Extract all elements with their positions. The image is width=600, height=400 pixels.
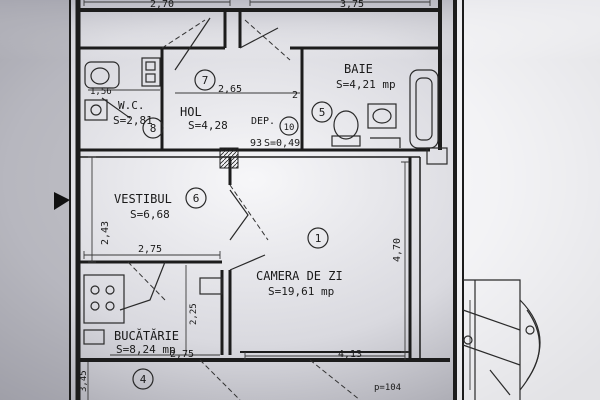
dim-living-width: 4,13 [338,349,362,360]
room-name-dep: DEP. [251,116,275,127]
paper-right-light [455,0,600,400]
room-name-baie: BAIE [344,62,373,76]
dim-top-right: 3,75 [340,0,364,10]
room-name-camera-de-zi: CAMERA DE ZI [256,269,343,283]
room-area-bucatarie: S=8,24 mp [116,343,176,356]
room-number-camera-de-zi: 1 [315,232,322,245]
room-number-vestibul: 6 [193,192,200,205]
room-name-wc: W.C. [118,99,145,112]
room-number-wc: 8 [150,122,157,135]
balcony [462,279,541,400]
room-code-dep: 93 [250,138,262,149]
dim-top-left: 2,70 [150,0,174,10]
dim-bucatarie-side: 2,25 [189,303,199,325]
dimension-lines [83,0,471,400]
room-name-hol: HOL [180,105,202,119]
dim-balcony: p=104 [374,383,401,393]
room-number-circles [132,69,333,390]
outer-walls [69,0,464,400]
room-number-dep: 10 [284,123,295,133]
room-area-camera-de-zi: S=19,61 mp [268,285,334,298]
wc-fixtures [84,57,161,121]
baie-fixtures [331,69,448,165]
room-area-dep: S=0,49 [264,138,300,149]
dim-vestibul-width: 2,75 [138,244,162,255]
mark-baie-wall: 2 [292,90,298,101]
dim-wc-width: 1,56 [90,87,112,97]
labels: CAMERA DE ZI S=19,61 mp 1 BUCĂTĂRIE S=8,… [79,0,403,393]
room-number-bucatarie: 4 [140,373,147,386]
room-name-vestibul: VESTIBUL [114,192,172,206]
room-area-vestibul: S=6,68 [130,208,170,221]
room-name-bucatarie: BUCĂTĂRIE [114,328,179,343]
dim-bucatarie-width: 2,75 [170,349,194,360]
dim-left-bottom: 3,45 [79,370,89,392]
room-area-hol: S=4,28 [188,119,228,132]
entrance-arrow-icon [54,192,70,210]
hatched-column [219,147,239,169]
dim-vestibul-height: 2,43 [100,221,111,245]
bucatarie-fixtures [83,274,223,345]
dim-living-height: 4,70 [392,238,403,262]
room-number-baie: 5 [319,106,326,119]
room-number-hol: 7 [202,74,209,87]
room-area-wc: S=2,81 [113,114,153,127]
dim-hol-width: 2,65 [218,84,242,95]
room-area-baie: S=4,21 mp [336,78,396,91]
